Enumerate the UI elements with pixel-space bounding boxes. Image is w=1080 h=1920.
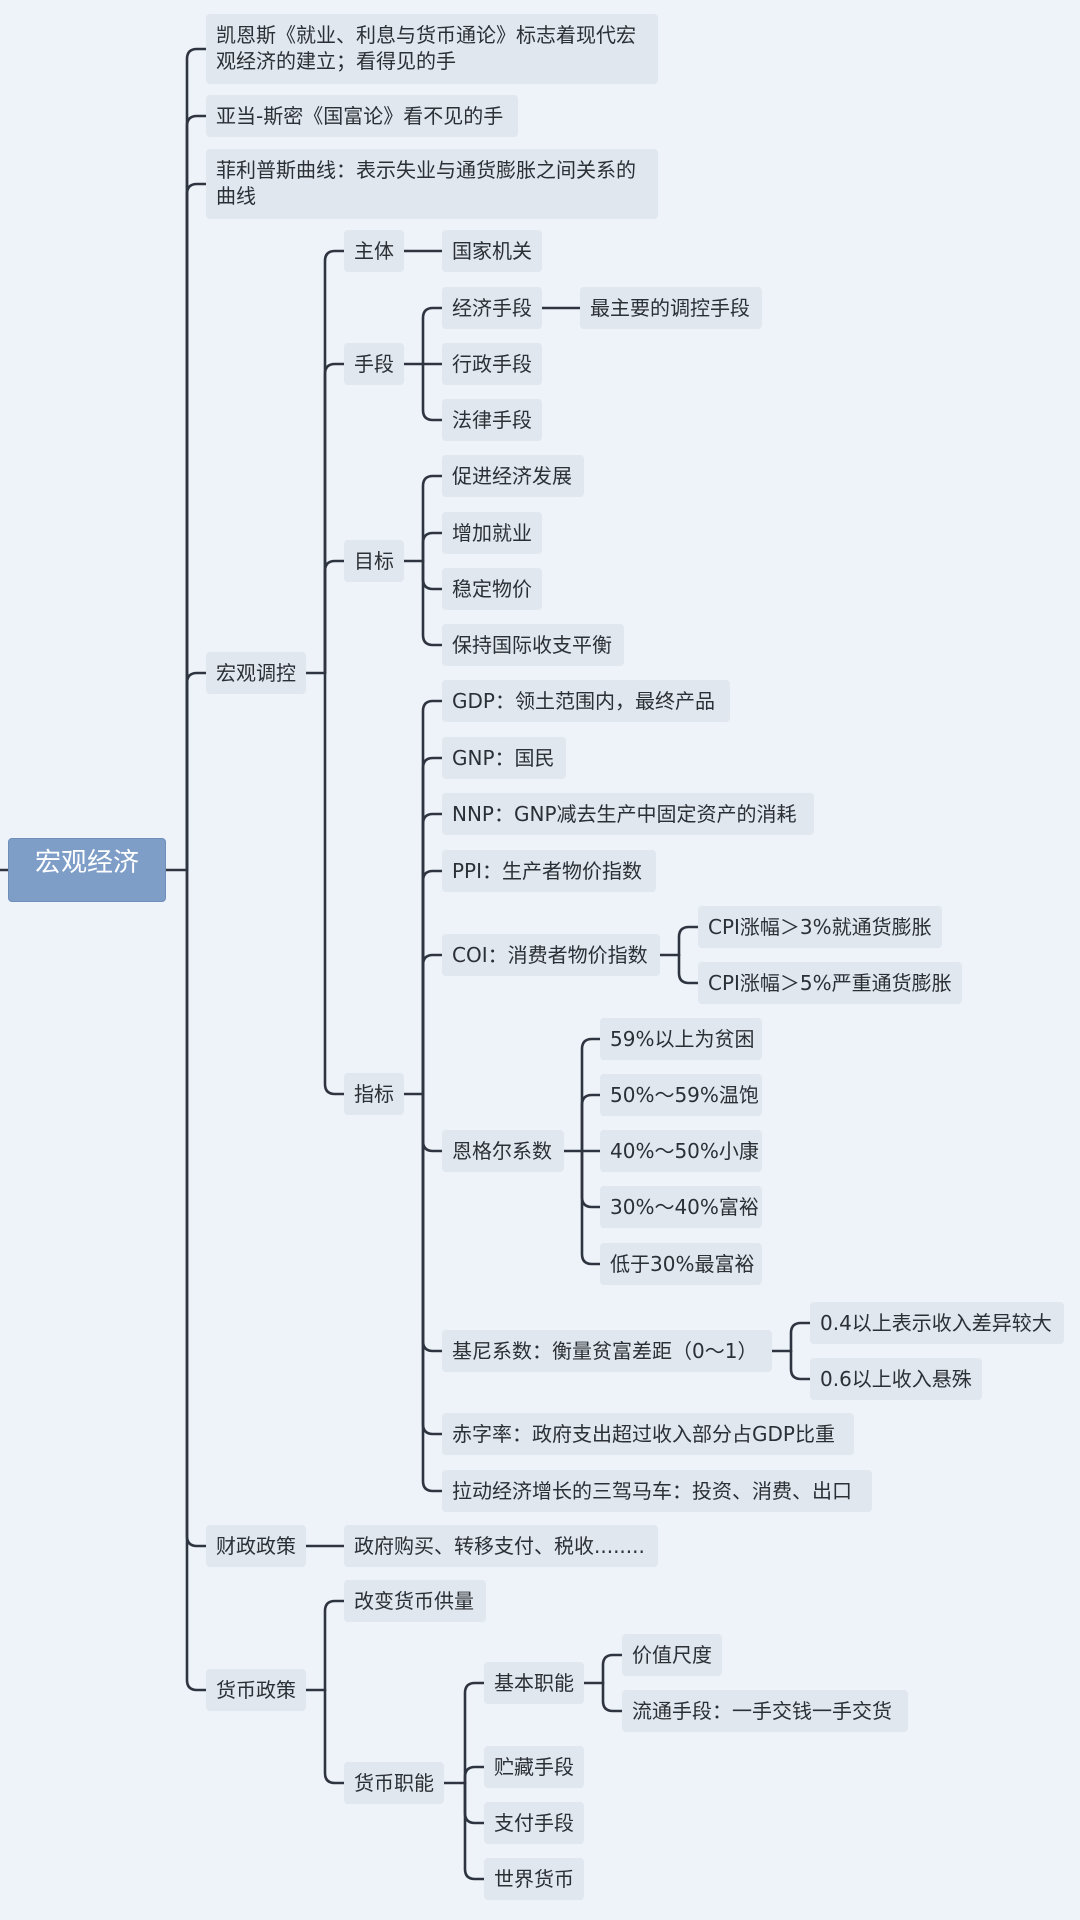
connector-means-to-econ-means <box>421 306 444 366</box>
node-state-organs[interactable]: 国家机关 <box>442 230 542 272</box>
node-e3[interactable]: 40%～50%小康 <box>600 1130 762 1172</box>
node-econ-means[interactable]: 经济手段 <box>442 287 542 329</box>
connector-indicators-to-gdp <box>421 699 444 1096</box>
connector-basic-functions-to-circulation <box>601 1681 624 1713</box>
node-fiscal[interactable]: 财政政策 <box>206 1525 306 1567</box>
connector-basic-functions-to-value-measure <box>601 1653 624 1685</box>
node-monetary[interactable]: 货币政策 <box>206 1669 306 1711</box>
connector-money-functions-to-world-money <box>463 1781 486 1881</box>
node-means[interactable]: 手段 <box>344 343 404 385</box>
connector-monetary-to-money-functions <box>323 1688 346 1785</box>
connector-engel-to-e2 <box>580 1093 602 1153</box>
node-goals[interactable]: 目标 <box>344 540 404 582</box>
node-legal-means[interactable]: 法律手段 <box>442 399 542 441</box>
connector-indicators-to-nnp <box>421 812 444 1096</box>
node-world-money[interactable]: 世界货币 <box>484 1858 584 1900</box>
node-gini1[interactable]: 0.4以上表示收入差异较大 <box>810 1302 1064 1344</box>
connector-gini-to-gini2 <box>789 1349 812 1381</box>
node-cpi3[interactable]: CPI涨幅＞3%就通货膨胀 <box>698 906 942 948</box>
node-value-measure[interactable]: 价值尺度 <box>622 1634 722 1676</box>
connector-coi-to-cpi5 <box>677 953 700 985</box>
node-fiscal-tools[interactable]: 政府购买、转移支付、税收........ <box>344 1525 658 1567</box>
node-e1[interactable]: 59%以上为贫困 <box>600 1018 762 1060</box>
node-subject[interactable]: 主体 <box>344 230 404 272</box>
node-basic-functions[interactable]: 基本职能 <box>484 1662 584 1704</box>
connector-coi-to-cpi3 <box>677 925 700 957</box>
node-gdp[interactable]: GDP：领土范围内，最终产品 <box>442 680 730 722</box>
node-indicators[interactable]: 指标 <box>344 1073 404 1115</box>
node-e5[interactable]: 低于30%最富裕 <box>600 1243 762 1285</box>
node-coi[interactable]: COI：消费者物价指数 <box>442 934 660 976</box>
connector-engel-to-e1 <box>580 1037 602 1153</box>
node-gnp[interactable]: GNP：国民 <box>442 737 566 779</box>
connector-macro-control-to-goals <box>323 559 346 675</box>
connector-macro-control-to-indicators <box>323 671 346 1096</box>
node-engel[interactable]: 恩格尔系数 <box>442 1130 564 1172</box>
node-gini2[interactable]: 0.6以上收入悬殊 <box>810 1358 982 1400</box>
node-ppi[interactable]: PPI：生产者物价指数 <box>442 850 656 892</box>
node-main-means[interactable]: 最主要的调控手段 <box>580 287 762 329</box>
connector-money-functions-to-basic-functions <box>463 1681 486 1785</box>
connector-indicators-to-gnp <box>421 756 444 1096</box>
connector-root-to-macro-control <box>185 671 208 872</box>
root-node[interactable]: 宏观经济 <box>8 838 166 902</box>
connector-gini-to-gini1 <box>789 1321 812 1353</box>
node-macro-control[interactable]: 宏观调控 <box>206 652 306 694</box>
node-phillips[interactable]: 菲利普斯曲线：表示失业与通货膨胀之间关系的曲线 <box>206 149 658 219</box>
node-e4[interactable]: 30%～40%富裕 <box>600 1186 762 1228</box>
node-g3[interactable]: 稳定物价 <box>442 568 542 610</box>
node-g4[interactable]: 保持国际收支平衡 <box>442 624 624 666</box>
node-payment[interactable]: 支付手段 <box>484 1802 584 1844</box>
connector-root-to-smith <box>185 114 208 872</box>
node-money-functions[interactable]: 货币职能 <box>344 1762 444 1804</box>
node-cpi5[interactable]: CPI涨幅＞5%严重通货膨胀 <box>698 962 962 1004</box>
connector-macro-control-to-subject <box>323 249 346 675</box>
node-g1[interactable]: 促进经济发展 <box>442 455 584 497</box>
connector-macro-control-to-means <box>323 362 346 675</box>
connector-goals-to-g4 <box>421 559 444 647</box>
connector-means-to-legal-means <box>421 362 444 422</box>
connector-indicators-to-coi <box>421 953 444 1096</box>
node-nnp[interactable]: NNP：GNP减去生产中固定资产的消耗 <box>442 793 814 835</box>
node-money-supply[interactable]: 改变货币供量 <box>344 1580 486 1622</box>
connector-monetary-to-money-supply <box>323 1599 346 1692</box>
connector-goals-to-g2 <box>421 531 444 563</box>
node-keynes[interactable]: 凯恩斯《就业、利息与货币通论》标志着现代宏观经济的建立；看得见的手 <box>206 14 658 84</box>
connector-indicators-to-ppi <box>421 869 444 1096</box>
node-gini[interactable]: 基尼系数：衡量贫富差距（0～1） <box>442 1330 772 1372</box>
node-smith[interactable]: 亚当-斯密《国富论》看不见的手 <box>206 95 518 137</box>
node-troika[interactable]: 拉动经济增长的三驾马车：投资、消费、出口 <box>442 1470 872 1512</box>
node-admin-means[interactable]: 行政手段 <box>442 343 542 385</box>
connector-indicators-to-troika <box>421 1092 444 1493</box>
node-store[interactable]: 贮藏手段 <box>484 1746 584 1788</box>
node-g2[interactable]: 增加就业 <box>442 512 542 554</box>
node-e2[interactable]: 50%～59%温饱 <box>600 1074 762 1116</box>
connector-root-to-keynes <box>185 47 208 872</box>
connector-root-to-phillips <box>185 182 208 872</box>
connector-root-to-monetary <box>185 868 208 1692</box>
node-deficit[interactable]: 赤字率：政府支出超过收入部分占GDP比重 <box>442 1413 854 1455</box>
connector-goals-to-g1 <box>421 474 444 563</box>
connector-money-functions-to-store <box>463 1765 486 1785</box>
connector-engel-to-e5 <box>580 1149 602 1266</box>
node-circulation[interactable]: 流通手段：一手交钱一手交货 <box>622 1690 908 1732</box>
